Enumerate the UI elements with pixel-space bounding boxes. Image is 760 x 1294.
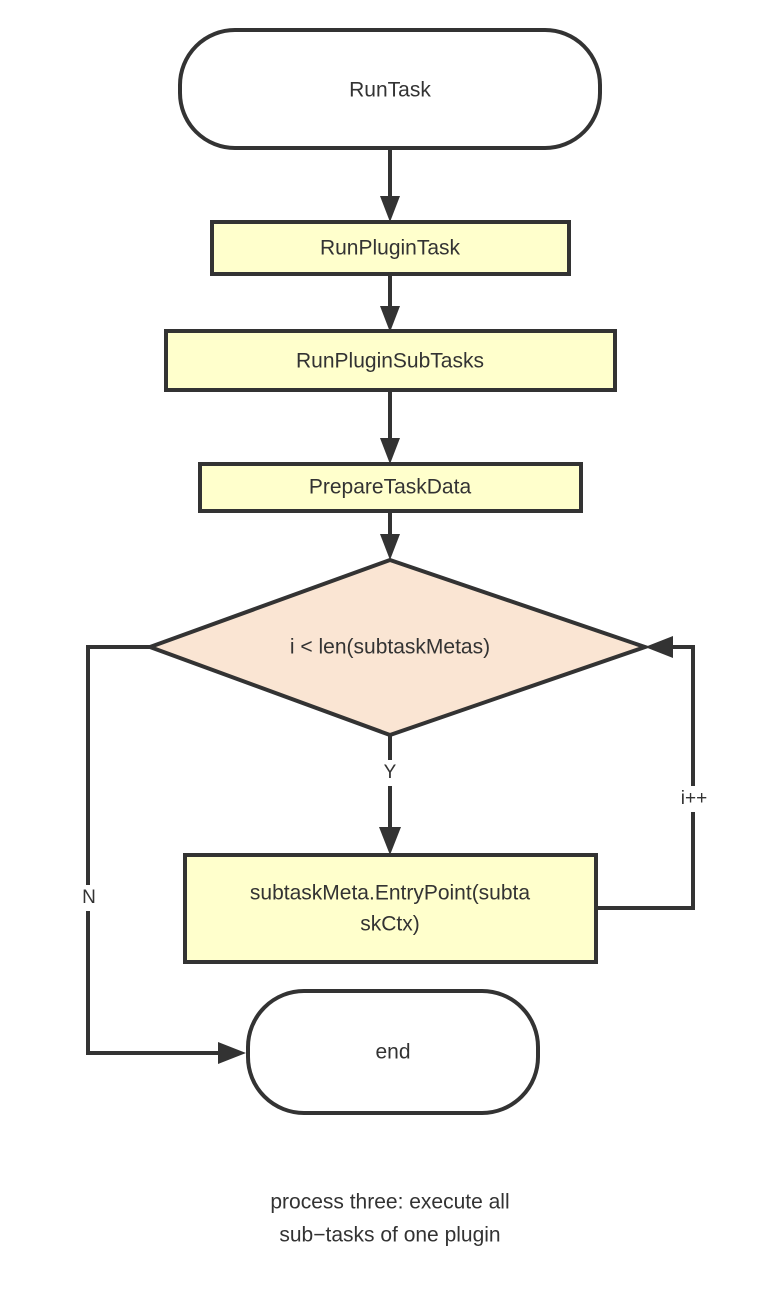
node-run-plugin-subtasks[interactable]: RunPluginSubTasks [164,329,617,392]
edge-label-no: N [82,887,96,908]
edge-run-plugin-subtasks-to-prepare-task-data [380,390,400,464]
edge-label-yes: Y [384,762,397,783]
node-loop-condition[interactable]: i < len(subtaskMetas) [144,557,652,738]
edge-label-increment: i++ [681,788,707,809]
edge-loop-condition-no-to-end: N [74,645,246,1064]
diagram-caption: process three: execute all sub−tasks of … [270,1191,509,1247]
node-run-plugin-task[interactable]: RunPluginTask [210,220,571,276]
node-start[interactable]: RunTask [178,28,602,150]
edge-loop-condition-yes-to-entry-point: Y [374,735,406,855]
edge-run-plugin-task-to-run-plugin-subtasks [380,273,400,332]
node-end-label: end [375,1041,410,1064]
node-entry-point-label-line1: subtaskMeta.EntryPoint(subta [250,882,530,905]
caption-line-1: process three: execute all [270,1191,509,1214]
node-entry-point[interactable]: subtaskMeta.EntryPoint(subta skCtx) [183,853,598,964]
node-loop-condition-label: i < len(subtaskMetas) [290,636,490,659]
node-prepare-task-data-label: PrepareTaskData [309,476,472,499]
node-prepare-task-data[interactable]: PrepareTaskData [198,462,583,513]
node-run-plugin-task-label: RunPluginTask [320,237,461,260]
node-run-plugin-subtasks-label: RunPluginSubTasks [296,350,484,373]
edge-prepare-task-data-to-loop-condition [380,510,400,560]
node-start-label: RunTask [349,79,431,102]
edge-start-to-run-plugin-task [380,148,400,222]
node-entry-point-label-line2: skCtx) [360,913,420,936]
edge-entry-point-to-loop-condition: i++ [596,636,716,910]
caption-line-2: sub−tasks of one plugin [279,1224,500,1247]
node-end[interactable]: end [246,989,540,1115]
